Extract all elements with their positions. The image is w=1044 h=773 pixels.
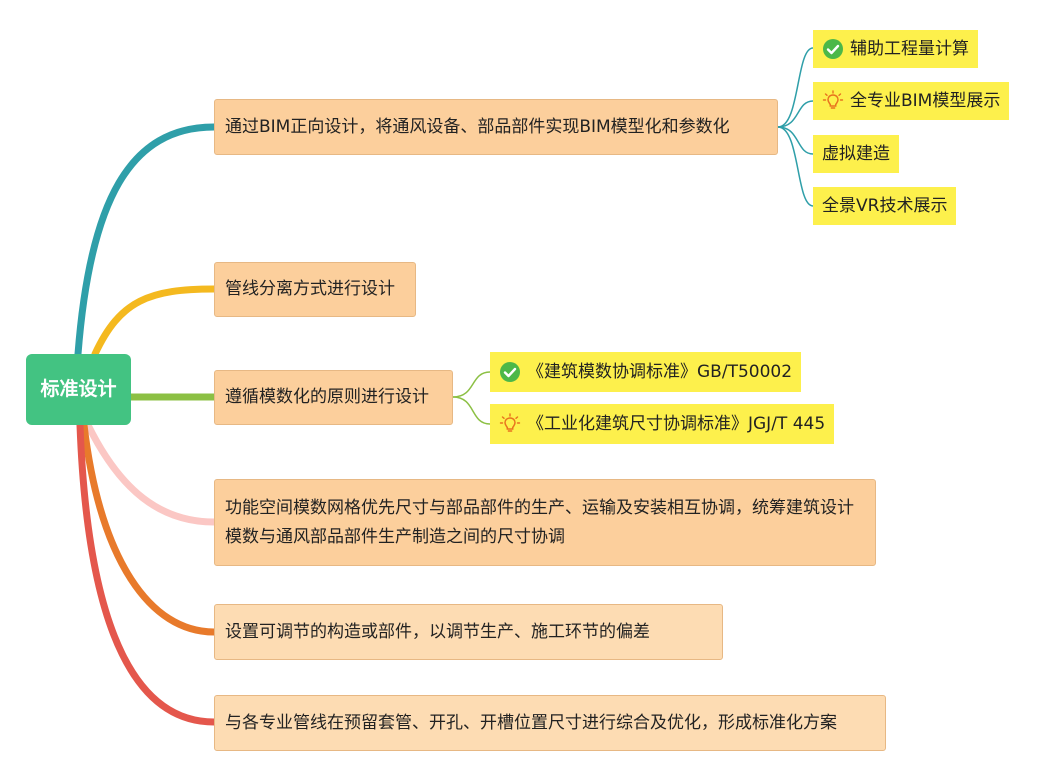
branch-label: 设置可调节的构造或部件，以调节生产、施工环节的偏差 — [225, 621, 650, 642]
branch-adjustable-parts[interactable]: 设置可调节的构造或部件，以调节生产、施工环节的偏差 — [214, 604, 723, 660]
connector-sub-1-1 — [777, 47, 814, 128]
leaf-label: 《工业化建筑尺寸协调标准》JGJ/T 445 — [527, 413, 826, 434]
connector-sub-1-3 — [777, 126, 814, 155]
leaf-full-bim-model[interactable]: 全专业BIM模型展示 — [813, 82, 1010, 120]
leaf-vr-display[interactable]: 全景VR技术展示 — [813, 187, 957, 225]
leaf-label: 辅助工程量计算 — [850, 38, 969, 59]
branch-pipeline-integration[interactable]: 与各专业管线在预留套管、开孔、开槽位置尺寸进行综合及优化，形成标准化方案 — [214, 695, 886, 751]
branch-label: 与各专业管线在预留套管、开孔、开槽位置尺寸进行综合及优化，形成标准化方案 — [225, 712, 837, 733]
leaf-gb-standard[interactable]: 《建筑模数协调标准》GB/T50002 — [490, 352, 802, 392]
branch-bim-forward-design[interactable]: 通过BIM正向设计，将通风设备、部品部件实现BIM模型化和参数化 — [214, 99, 778, 155]
branch-dimension-coordination[interactable]: 功能空间模数网格优先尺寸与部品部件的生产、运输及安装相互协调，统筹建筑设计模数与… — [214, 479, 876, 566]
branch-modular-principle[interactable]: 遵循模数化的原则进行设计 — [214, 370, 453, 425]
root-label: 标准设计 — [40, 378, 117, 401]
branch-label: 功能空间模数网格优先尺寸与部品部件的生产、运输及安装相互协调，统筹建筑设计模数与… — [225, 497, 854, 547]
connector-sub-1-2 — [777, 100, 814, 128]
root-node[interactable]: 标准设计 — [26, 354, 131, 425]
connector-branch-4 — [84, 421, 218, 526]
connector-branch-1 — [74, 123, 218, 358]
connector-branch-2 — [91, 285, 218, 358]
leaf-label: 虚拟建造 — [822, 143, 890, 164]
branch-label: 管线分离方式进行设计 — [225, 279, 395, 300]
branch-label: 遵循模数化的原则进行设计 — [225, 387, 429, 408]
branch-label: 通过BIM正向设计，将通风设备、部品部件实现BIM模型化和参数化 — [225, 116, 730, 137]
connector-branch-6 — [76, 421, 218, 726]
check-circle-icon — [822, 38, 844, 60]
lightbulb-icon — [822, 90, 844, 112]
leaf-label: 全景VR技术展示 — [822, 195, 948, 216]
leaf-label: 《建筑模数协调标准》GB/T50002 — [527, 361, 793, 382]
connector-sub-1-4 — [777, 126, 814, 207]
leaf-virtual-construction[interactable]: 虚拟建造 — [813, 135, 899, 173]
connector-sub-3-2 — [452, 396, 491, 425]
branch-pipeline-separation[interactable]: 管线分离方式进行设计 — [214, 262, 416, 317]
lightbulb-icon — [499, 413, 521, 435]
leaf-jgj-standard[interactable]: 《工业化建筑尺寸协调标准》JGJ/T 445 — [490, 404, 835, 444]
connector-sub-3-1 — [452, 371, 491, 398]
leaf-quantity-calculation[interactable]: 辅助工程量计算 — [813, 30, 978, 68]
leaf-label: 全专业BIM模型展示 — [850, 90, 1001, 111]
connector-branch-5 — [80, 421, 218, 636]
check-circle-icon — [499, 361, 521, 383]
